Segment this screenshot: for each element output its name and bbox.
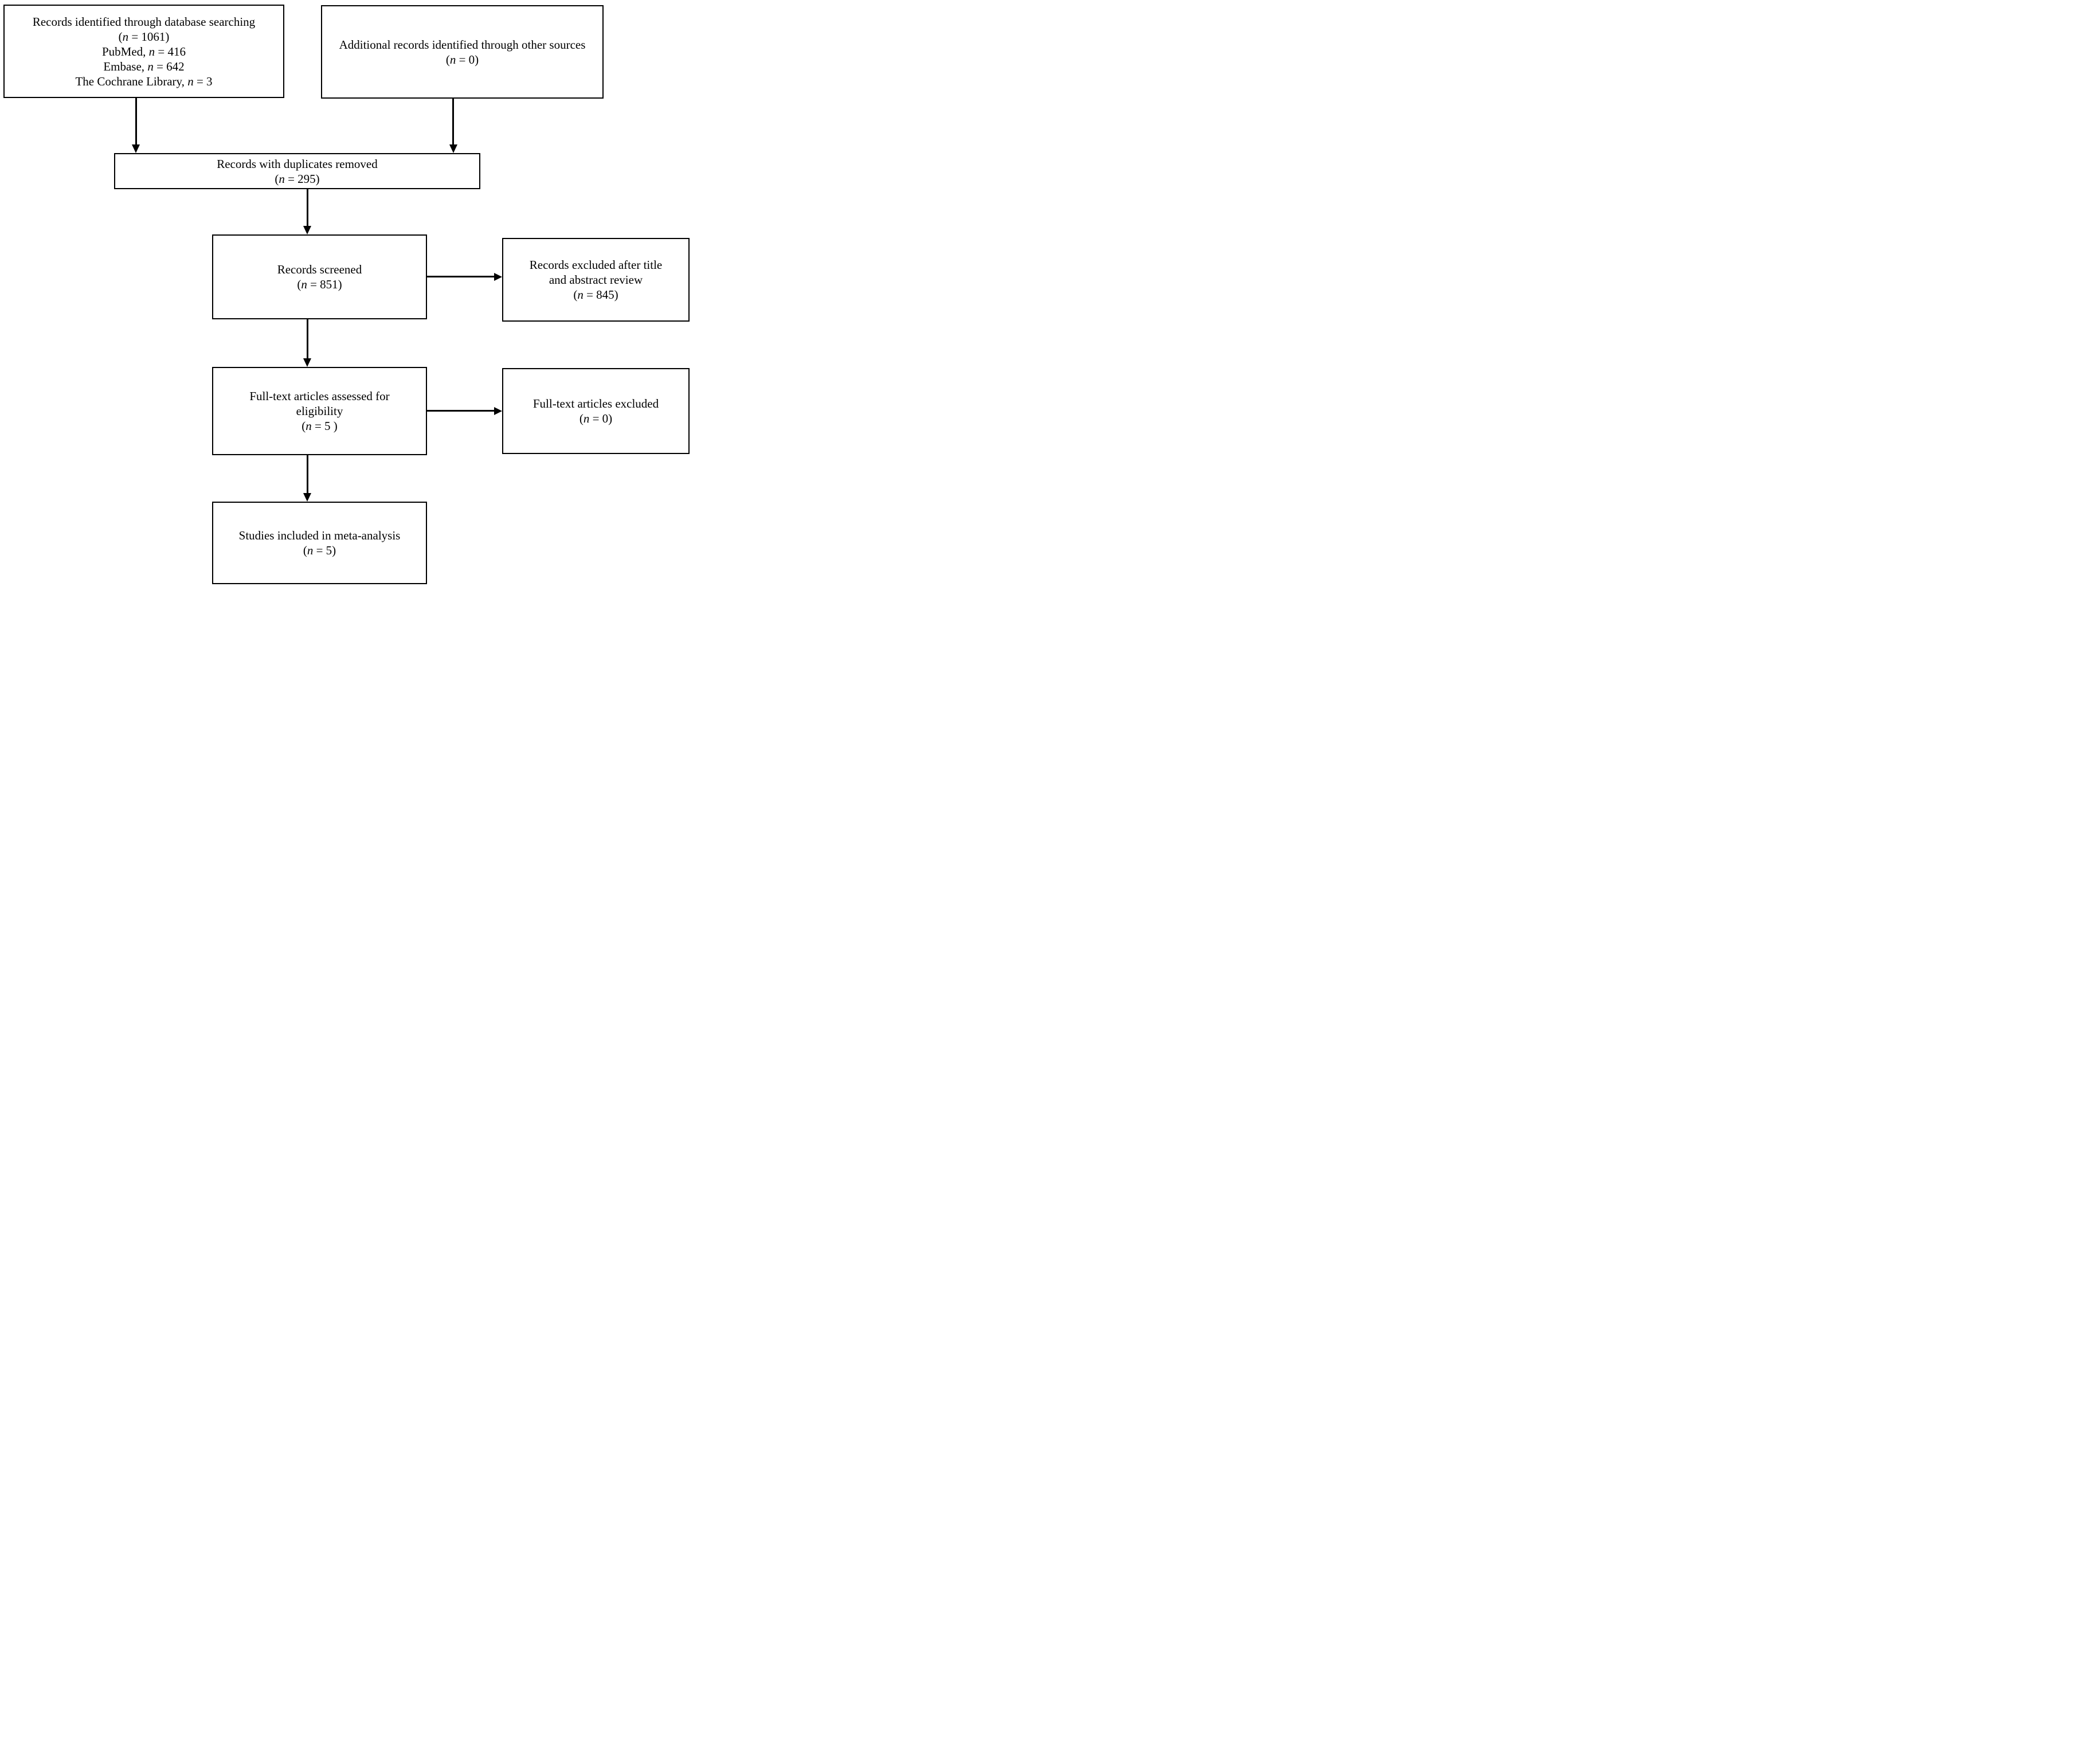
box-fulltext-assessed: Full-text articles assessed for eligibil… — [212, 367, 427, 455]
arrow-duplicates-to-screened-arrowhead — [303, 226, 311, 234]
arrow-additional-to-duplicates-shaft — [452, 99, 454, 145]
arrow-identified-to-duplicates-shaft — [135, 98, 137, 145]
box-count-line: (n = 851) — [297, 277, 342, 291]
arrow-fulltext-to-included-shaft — [307, 455, 308, 494]
arrow-additional-to-duplicates-arrowhead — [449, 144, 457, 153]
arrow-fulltext-to-excluded-shaft — [427, 410, 495, 412]
box-text-line: and abstract review — [549, 273, 643, 287]
box-fulltext-excluded: Full-text articles excluded (n = 0) — [502, 368, 690, 454]
box-text-line: Records identified through database sear… — [32, 14, 256, 29]
box-duplicates-removed: Records with duplicates removed (n = 295… — [114, 153, 480, 189]
box-text-line: Records excluded after title — [529, 258, 663, 272]
box-source-cochrane: The Cochrane Library, n = 3 — [75, 74, 213, 88]
box-text-line: Studies included in meta-analysis — [238, 529, 401, 542]
box-text-line: Full-text articles excluded — [532, 397, 659, 410]
box-count-line: (n = 5) — [303, 543, 336, 557]
prisma-flow-diagram: Records identified through database sear… — [0, 0, 697, 588]
box-count-line: (n = 0) — [579, 412, 613, 425]
box-records-identified: Records identified through database sear… — [3, 5, 284, 98]
box-records-screened: Records screened (n = 851) — [212, 234, 427, 319]
box-count-line: (n = 295) — [275, 171, 320, 186]
arrow-duplicates-to-screened-shaft — [307, 189, 308, 226]
box-source-embase: Embase, n = 642 — [103, 59, 185, 73]
box-count-line: (n = 0) — [445, 52, 479, 67]
box-additional-records: Additional records identified through ot… — [321, 5, 604, 99]
box-count-line: (n = 845) — [573, 288, 618, 302]
box-text-line: eligibility — [296, 404, 343, 418]
arrow-identified-to-duplicates-arrowhead — [132, 144, 140, 153]
arrow-screened-to-fulltext-arrowhead — [303, 358, 311, 367]
box-studies-included: Studies included in meta-analysis (n = 5… — [212, 502, 427, 584]
arrow-screened-to-excluded-shaft — [427, 276, 495, 277]
box-count-line: (n = 5 ) — [301, 419, 338, 433]
box-count-line: (n = 1061) — [118, 29, 170, 44]
arrow-fulltext-to-excluded-arrowhead — [494, 407, 502, 415]
box-records-excluded-title-abstract: Records excluded after title and abstrac… — [502, 238, 690, 322]
box-text-line: Records screened — [277, 263, 362, 276]
arrow-fulltext-to-included-arrowhead — [303, 493, 311, 502]
arrow-screened-to-fulltext-shaft — [307, 319, 308, 359]
box-text-line: Full-text articles assessed for — [249, 389, 390, 403]
arrow-screened-to-excluded-arrowhead — [494, 273, 502, 281]
box-text-line: Records with duplicates removed — [217, 157, 378, 171]
box-source-pubmed: PubMed, n = 416 — [101, 44, 186, 58]
box-text-line: Additional records identified through ot… — [339, 37, 586, 52]
